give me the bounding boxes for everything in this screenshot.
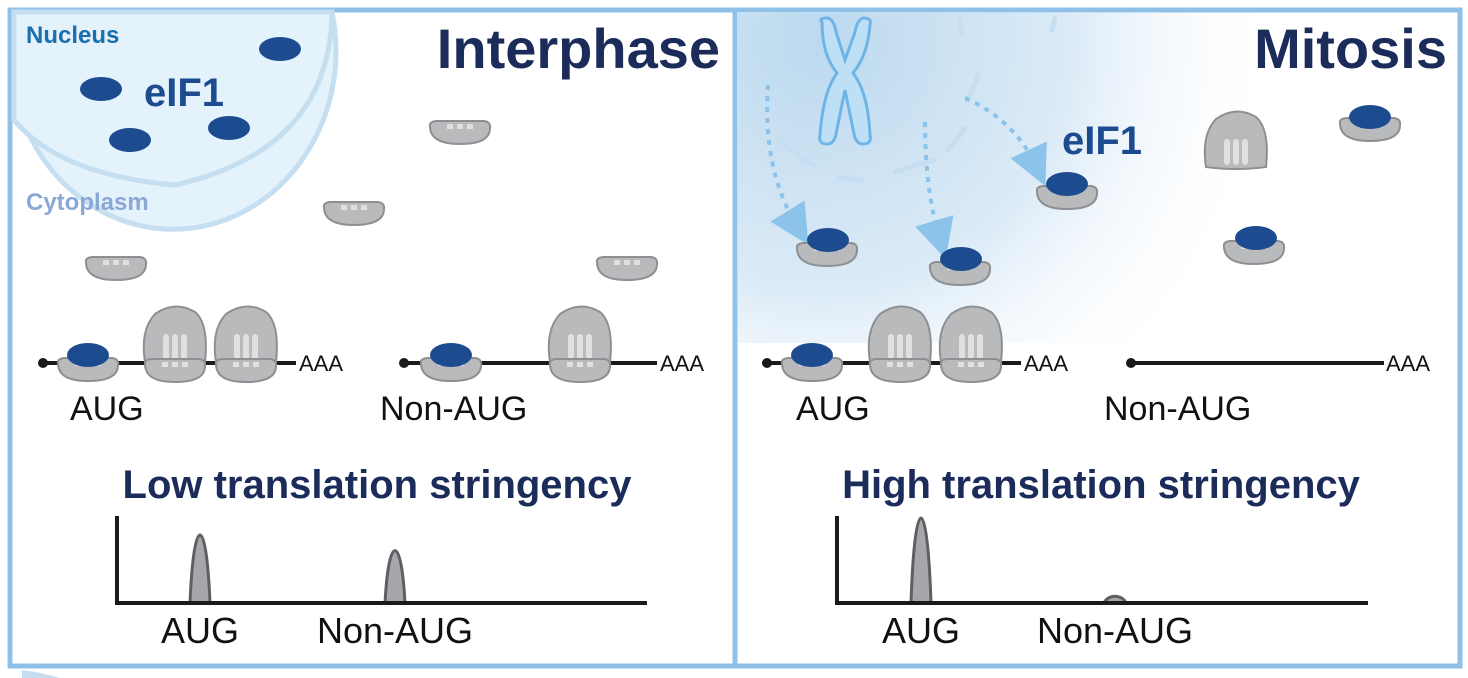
mrna-aug: AAA AUG — [38, 306, 343, 428]
small-ribosomal-subunit — [84, 256, 148, 281]
small-ribosomal-subunit — [428, 120, 492, 145]
next-panel-edge — [22, 670, 60, 678]
peak-aug — [188, 533, 212, 605]
eif1-small-subunit-complex — [795, 228, 859, 267]
eif1-protein — [67, 343, 109, 367]
peak-aug — [909, 516, 933, 605]
translation-profile-chart-low: AUG Non-AUG — [115, 516, 647, 651]
mrna-non-aug: AAA Non-AUG — [1104, 351, 1430, 428]
ribosome — [144, 306, 206, 382]
ribosome — [549, 306, 611, 382]
ribosome — [215, 306, 277, 382]
eif1-label: eIF1 — [1062, 119, 1142, 163]
start-codon-label: Non-AUG — [380, 390, 527, 428]
eif1-protein — [430, 343, 472, 367]
eif1-label: eIF1 — [144, 71, 224, 115]
release-arrow — [915, 121, 954, 260]
eif1-protein — [80, 77, 122, 101]
mrna-aug: AAA AUG — [762, 306, 1068, 428]
x-tick-label: Non-AUG — [317, 610, 473, 651]
chromosome-icon — [818, 16, 872, 146]
nuclear-envelope-fragments — [745, 15, 1058, 183]
small-ribosomal-subunit — [595, 256, 659, 281]
mrna-non-aug: AAA Non-AUG — [380, 306, 704, 428]
peak-non-aug — [383, 549, 407, 605]
start-codon-label: AUG — [796, 390, 870, 428]
poly-a-tail: AAA — [1024, 351, 1068, 376]
eif1-protein — [208, 116, 250, 140]
start-codon-label: Non-AUG — [1104, 390, 1251, 428]
panel-mitosis: Mitosis eIF1 — [738, 13, 1457, 507]
x-tick-label: Non-AUG — [1037, 610, 1193, 651]
stringency-label: Low translation stringency — [123, 463, 633, 507]
eif1-protein — [259, 37, 301, 61]
eif1-small-subunit-complex — [1222, 226, 1286, 265]
eif1-small-subunit-complex — [1035, 172, 1099, 210]
eif1-small-subunit-complex — [928, 247, 992, 286]
stringency-label: High translation stringency — [842, 463, 1361, 507]
panel-title: Mitosis — [1254, 17, 1447, 80]
large-ribosomal-subunit — [1203, 110, 1268, 170]
start-codon-label: AUG — [70, 390, 144, 428]
x-tick-label: AUG — [161, 610, 239, 651]
cytoplasm-label: Cytoplasm — [26, 189, 149, 216]
ribosome — [940, 306, 1002, 382]
panel-title: Interphase — [437, 17, 720, 80]
eif1-protein — [791, 343, 833, 367]
poly-a-tail: AAA — [299, 351, 343, 376]
translation-profile-chart-high: AUG Non-AUG — [835, 516, 1368, 651]
small-ribosomal-subunit — [322, 201, 386, 226]
eif1-protein — [109, 128, 151, 152]
release-arrow — [964, 96, 1047, 187]
x-tick-label: AUG — [882, 610, 960, 651]
nucleus-label: Nucleus — [26, 22, 119, 49]
release-arrow — [765, 84, 809, 245]
poly-a-tail: AAA — [660, 351, 704, 376]
ribosome — [869, 306, 931, 382]
poly-a-tail: AAA — [1386, 351, 1430, 376]
panel-interphase: Nucleus eIF1 Cytoplasm Interphase AAA AU… — [11, 9, 720, 507]
eif1-small-subunit-complex — [1338, 105, 1402, 142]
